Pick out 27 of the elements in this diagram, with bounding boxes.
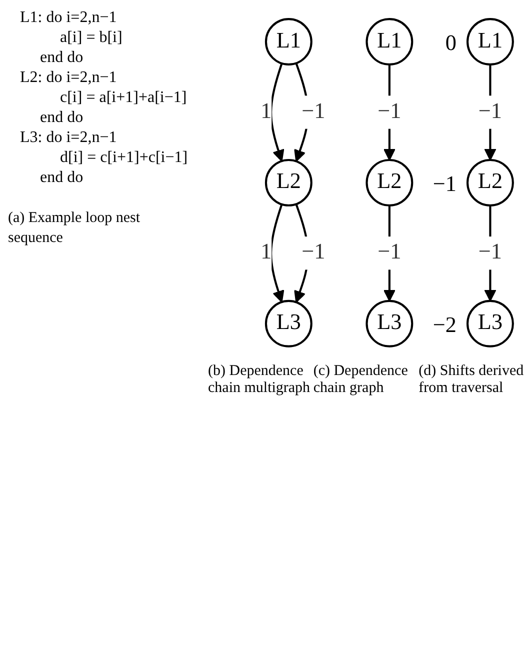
node-label: L2 [478, 170, 503, 194]
shift-value: −1 [432, 171, 456, 196]
node-label: L1 [276, 29, 301, 53]
code-line: end do [39, 168, 84, 188]
code-line: L3: do i=2,n−1 [19, 128, 118, 148]
node-label: L1 [478, 29, 503, 53]
node-label: L3 [478, 311, 503, 335]
shift-value: 0 [445, 30, 456, 56]
code-line: c[i] = a[i+1]+a[i−1] [59, 88, 188, 108]
shift-value: −2 [432, 312, 456, 337]
node-label: L3 [377, 311, 402, 335]
node-label: L1 [377, 29, 402, 53]
node-label: L3 [276, 311, 301, 335]
node-label: L2 [276, 170, 301, 194]
code-line: d[i] = c[i+1]+c[i−1] [59, 148, 189, 168]
code-line: end do [39, 108, 84, 128]
caption: (d) Shifts derived from traversal [418, 363, 524, 398]
node-label: L2 [377, 170, 402, 194]
caption: (c) Dependence chain graph [313, 363, 409, 398]
arrow [270, 204, 284, 303]
caption: (a) Example loop nest sequence [8, 209, 142, 248]
code-line: a[i] = b[i] [59, 28, 124, 48]
code-line: L1: do i=2,n−1 [19, 8, 118, 28]
code-line: L2: do i=2,n−1 [19, 68, 118, 88]
arrow [270, 63, 284, 162]
code-line: end do [39, 48, 84, 68]
caption: (b) Dependence chain multigraph [208, 363, 312, 398]
